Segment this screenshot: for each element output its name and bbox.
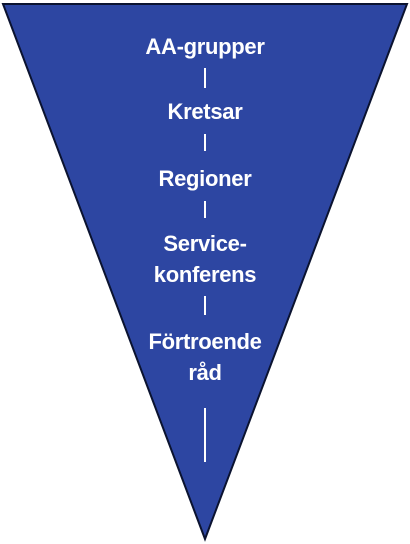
level-kretsar-text: Kretsar [167, 99, 243, 124]
inverted-triangle-shape [1, 3, 409, 542]
level-aa-grupper-text: AA-grupper [145, 34, 265, 59]
level-kretsar: Kretsar [55, 96, 355, 127]
level-aa-grupper: AA-grupper [55, 31, 355, 62]
level-servicekonferens-line-1: Service- [163, 231, 247, 256]
level-servicekonferens: Service- konferens [55, 228, 355, 290]
level-regioner-text: Regioner [158, 166, 252, 191]
level-fortroende-rad: Förtroende råd [55, 326, 355, 388]
level-servicekonferens-line-2: konferens [153, 262, 257, 287]
level-regioner: Regioner [55, 163, 355, 194]
level-fortroende-rad-line-1: Förtroende [148, 329, 262, 354]
level-fortroende-rad-line-2: råd [188, 360, 222, 385]
